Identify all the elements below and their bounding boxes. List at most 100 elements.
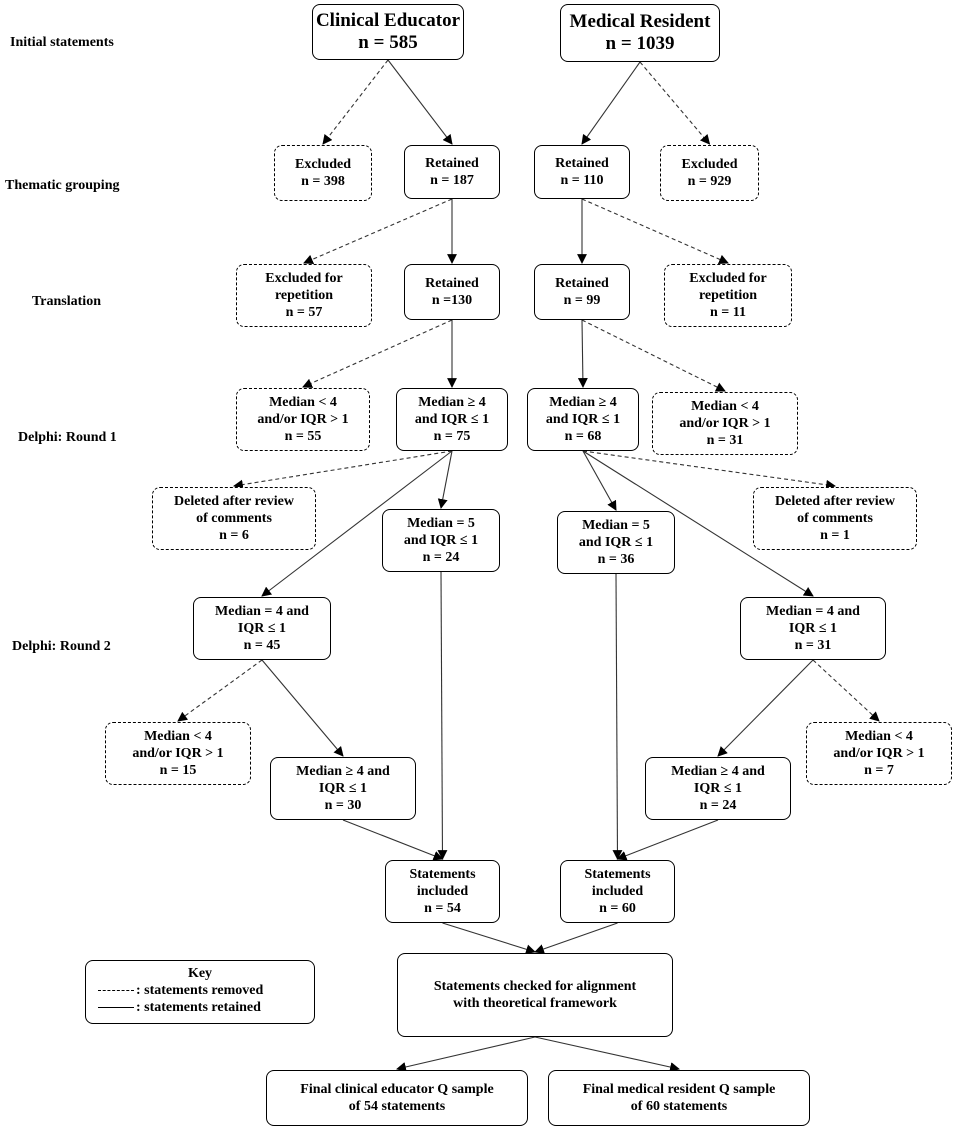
node-text-line: n = 68	[564, 429, 602, 444]
solid-line-swatch	[98, 1007, 134, 1008]
node-text-line: and/or IQR > 1	[679, 416, 771, 431]
node-text-line: n = 31	[794, 638, 832, 653]
node-text-line: Median ≥ 4	[418, 395, 486, 410]
node-text-line: IQR ≤ 1	[788, 621, 838, 636]
stage-label-delphi1: Delphi: Round 1	[18, 430, 117, 445]
node-text-line: n = 99	[563, 293, 601, 308]
node-text-line: n = 1039	[605, 33, 675, 54]
node-text-line: Excluded	[681, 157, 738, 172]
dashed-line-swatch	[98, 990, 134, 991]
node-text-line: n = 54	[424, 901, 461, 916]
node-text-line: n = 60	[599, 901, 636, 916]
edge-ce-m5-to-ce-incl	[437, 571, 448, 860]
node-text-line: n = 45	[243, 638, 281, 653]
stage-label-thematic: Thematic grouping	[5, 178, 120, 193]
node-text-line: Clinical Educator	[315, 10, 461, 31]
edge-ce-start-to-ce-ret1	[387, 59, 453, 145]
edge-ce-incl-to-check	[442, 922, 536, 955]
node-mr-d2-out: Median < 4 and/or IQR > 1 n = 7	[806, 722, 952, 785]
node-text-line: Deleted after review	[174, 494, 294, 509]
stage-label-initial: Initial statements	[10, 35, 114, 50]
node-text-line: n = 30	[324, 798, 362, 813]
edge-mr-incl-to-check	[534, 922, 618, 954]
edge-mr-d1-in-to-mr-del	[582, 450, 836, 490]
node-text-line: Excluded for	[265, 271, 343, 286]
node-text-line: n = 585	[358, 32, 418, 53]
node-ce-del: Deleted after review of comments n = 6	[152, 487, 316, 550]
node-text-line: and/or IQR > 1	[257, 412, 349, 427]
node-text-line: n = 398	[301, 174, 345, 189]
node-text-line: Median < 4	[269, 395, 337, 410]
node-text-line: n = 11	[710, 305, 746, 320]
key-legend: Key : statements removed : statements re…	[85, 960, 315, 1024]
node-text-line: and IQR ≤ 1	[414, 412, 490, 427]
node-text-line: and IQR ≤ 1	[545, 412, 621, 427]
edge-mr-start-to-mr-excl1	[639, 61, 711, 145]
edge-mr-start-to-mr-ret1	[581, 61, 641, 145]
node-text-line: Statements	[409, 867, 476, 882]
node-text-line: Excluded	[294, 157, 351, 172]
node-text-line: repetition	[274, 288, 334, 303]
edge-mr-d1-in-to-mr-m4	[582, 450, 814, 597]
edge-ce-m4-to-ce-d2-out	[177, 659, 263, 722]
node-text-line: n = 55	[284, 429, 322, 444]
node-text-line: Median = 4 and	[215, 604, 309, 619]
edge-ce-d1-in-to-ce-del	[233, 450, 453, 490]
node-text-line: and/or IQR > 1	[833, 746, 925, 761]
node-text-line: n = 57	[285, 305, 323, 320]
node-text-line: repetition	[698, 288, 758, 303]
node-text-line: n = 187	[430, 173, 474, 188]
edge-mr-m4-to-mr-d2-in	[717, 659, 814, 757]
edge-ce-ret2-to-ce-d1-out	[302, 319, 453, 388]
node-text-line: Final medical resident Q sample	[582, 1082, 776, 1097]
key-removed-label: : statements removed	[136, 983, 264, 998]
node-text-line: Deleted after review	[775, 494, 895, 509]
node-text-line: and IQR ≤ 1	[578, 535, 654, 550]
node-text-line: of comments	[196, 511, 272, 526]
node-text-line: Median < 4	[845, 729, 913, 744]
node-text-line: IQR ≤ 1	[693, 781, 743, 796]
node-text-line: Median ≥ 4 and	[296, 764, 390, 779]
node-text-line: n = 929	[687, 174, 732, 189]
edge-mr-d2-in-to-mr-incl	[616, 819, 719, 861]
node-text-line: of comments	[797, 511, 873, 526]
node-text-line: Statements	[584, 867, 651, 882]
node-text-line: Median ≥ 4	[549, 395, 617, 410]
node-text-line: of 60 statements	[630, 1099, 728, 1114]
node-text-line: n = 24	[422, 550, 460, 565]
key-retained-label: : statements retained	[136, 1000, 261, 1015]
edge-ce-start-to-ce-excl1	[322, 59, 389, 145]
edge-mr-d1-in-to-mr-m5	[582, 450, 617, 511]
node-text-line: Final clinical educator Q sample	[300, 1082, 494, 1097]
stage-label-delphi2: Delphi: Round 2	[12, 639, 111, 654]
node-text-line: Median ≥ 4 and	[671, 764, 765, 779]
node-text-line: n = 110	[560, 173, 604, 188]
node-ce-ret1: Retained n = 187	[404, 145, 500, 199]
edge-ce-d1-in-to-ce-m5	[437, 450, 453, 509]
node-text-line: n = 31	[706, 433, 744, 448]
node-mr-excl2: Excluded for repetition n = 11	[664, 264, 792, 327]
node-text-line: with theoretical framework	[453, 996, 617, 1011]
node-text-line: Retained	[425, 156, 479, 171]
node-text-line: n =130	[431, 293, 473, 308]
edge-ce-d1-in-to-ce-m4	[261, 450, 453, 597]
node-text-line: Median < 4	[691, 399, 759, 414]
edge-mr-m4-to-mr-d2-out	[812, 659, 880, 722]
node-text-line: n = 6	[219, 528, 249, 543]
edge-check-to-mr-final	[534, 1036, 680, 1072]
node-text-line: Excluded for	[689, 271, 767, 286]
node-text-line: n = 7	[864, 763, 894, 778]
